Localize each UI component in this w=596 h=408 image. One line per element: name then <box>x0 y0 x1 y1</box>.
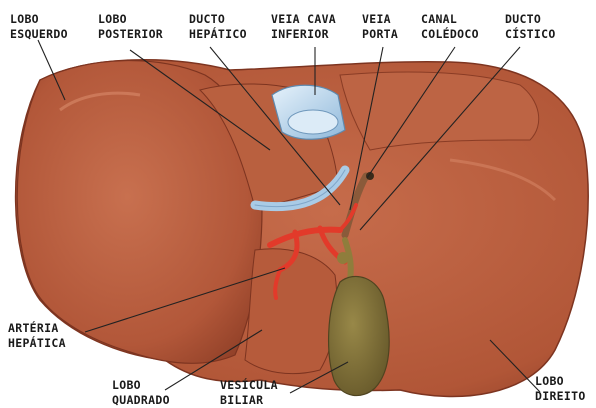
vena-cava-opening <box>288 110 338 134</box>
quadrate-lobe <box>245 249 337 374</box>
gallbladder <box>329 276 390 395</box>
